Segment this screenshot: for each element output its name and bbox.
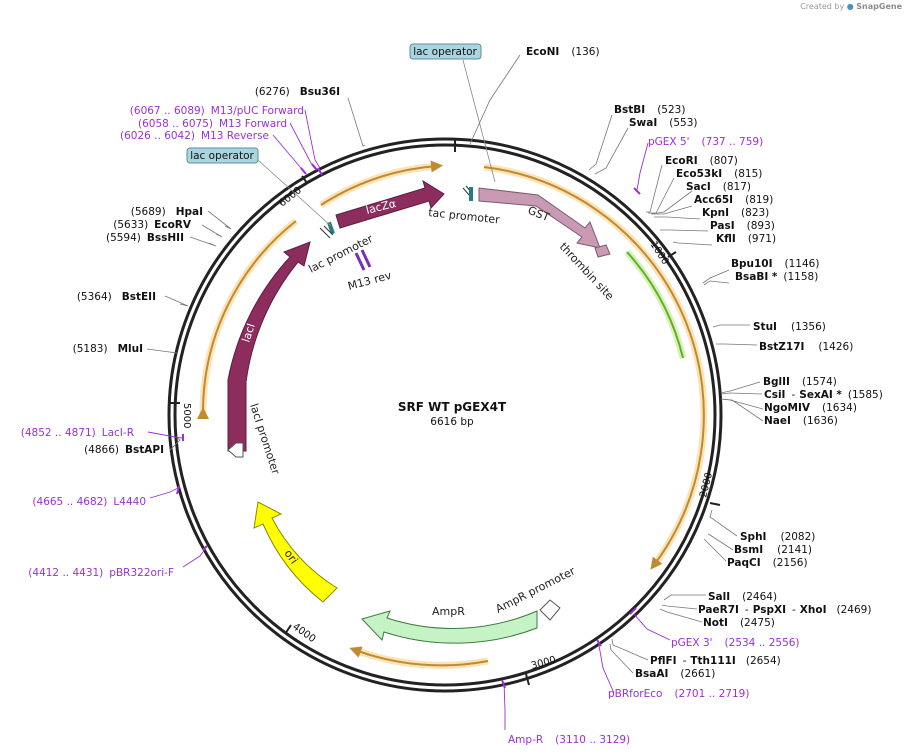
primer-amp-r[interactable]: Amp-R(3110 .. 3129) — [508, 734, 630, 746]
primer-pbr322ori-f[interactable]: (4412 .. 4431)pBR322ori-F — [28, 567, 174, 579]
lac-operator-label-left: lac operator — [190, 150, 254, 162]
ori-arrow — [253, 501, 338, 603]
orf-arc-bottom — [349, 646, 489, 667]
site-mlui[interactable]: (5183)MluI — [73, 343, 143, 355]
site-bsmi[interactable]: BsmI(2141) — [734, 544, 812, 556]
tick-label-4000: 4000 — [290, 621, 317, 645]
lac-operator-label-top: lac operator — [413, 46, 477, 58]
site-bsshii[interactable]: (5594)BssHII — [106, 232, 184, 244]
site-bglii[interactable]: BglII(1574) — [763, 376, 837, 388]
primer-l4440[interactable]: (4665 .. 4682)L4440 — [32, 496, 146, 508]
ampr-label: AmpR — [432, 605, 465, 618]
site-ngomiv[interactable]: NgoMIV(1634) — [764, 402, 857, 414]
site-bsu36i[interactable]: (6276)Bsu36I — [255, 86, 340, 98]
tick-label-5000: 5000 — [181, 403, 192, 428]
laci-promoter-label: lacI promoter — [247, 402, 282, 476]
ampr-promoter-arrow — [539, 599, 561, 621]
tick-label-6000: 6000 — [277, 185, 304, 209]
site-leader-lines — [146, 54, 764, 674]
plasmid-length: 6616 bp — [430, 416, 474, 428]
site-bsabi[interactable]: BsaBI *(1158) — [735, 271, 818, 283]
site-saci[interactable]: SacI(817) — [686, 181, 751, 193]
site-eco53ki[interactable]: Eco53kI(815) — [676, 168, 762, 180]
credit-brand: SnapGene — [856, 2, 902, 11]
site-pflfi[interactable]: PflFI-Tth111I(2654) — [650, 655, 781, 667]
site-bstz17i[interactable]: BstZ17I(1426) — [759, 341, 853, 353]
credit-label: Created by ● SnapGene — [800, 2, 902, 11]
laci-arrow — [227, 241, 311, 452]
site-ecorv[interactable]: (5633)EcoRV — [113, 219, 192, 231]
m13-rev-label: M13 rev — [346, 269, 393, 293]
site-pasi[interactable]: PasI(893) — [710, 220, 775, 232]
tick-mark-4000 — [284, 624, 292, 635]
m13-rev-marker — [354, 249, 372, 271]
lacza-arrow — [335, 179, 445, 229]
site-stui[interactable]: StuI(1356) — [753, 321, 826, 333]
primer-pbrforeco[interactable]: pBRforEco(2701 .. 2719) — [608, 688, 749, 700]
backbone-outer-ring — [167, 137, 723, 693]
laci-promoter-arrow — [227, 442, 244, 458]
orf-arc-gst-halo — [483, 163, 708, 568]
lac-operator-box-top[interactable] — [409, 43, 482, 60]
primer-m13-puc-forward[interactable]: (6067 .. 6089)M13/pUC Forward — [130, 105, 304, 117]
lac-operator-line-left — [257, 159, 332, 227]
site-kfli[interactable]: KflI(971) — [716, 233, 776, 245]
orf-arc-gst — [483, 166, 705, 570]
site-swai[interactable]: SwaI(553) — [629, 117, 698, 129]
lac-operator-line-top — [462, 59, 496, 183]
site-hpai[interactable]: (5689)HpaI — [131, 206, 203, 218]
site-econi[interactable]: EcoNI(136) — [526, 46, 600, 58]
site-paer7i[interactable]: PaeR7I-PspXI-XhoI(2469) — [698, 604, 871, 616]
orf-arc-green — [626, 251, 684, 359]
primer-pgex5[interactable]: pGEX 5'(737 .. 759) — [648, 136, 763, 148]
backbone-inner-ring — [173, 143, 717, 687]
orf-arc-top — [320, 160, 443, 206]
site-naei[interactable]: NaeI(1636) — [764, 415, 838, 427]
site-ecori[interactable]: EcoRI(807) — [665, 155, 738, 167]
primer-laci-r[interactable]: (4852 .. 4871)LacI-R — [21, 427, 134, 439]
thrombin-site-arrow — [594, 244, 611, 258]
site-paqci[interactable]: PaqCI(2156) — [727, 557, 808, 569]
site-bpu10i[interactable]: Bpu10I(1146) — [731, 258, 819, 270]
laci-label: lacI — [239, 322, 257, 344]
tac-promoter-label-top: tac promoter — [428, 206, 501, 226]
site-acc65i[interactable]: Acc65I(819) — [694, 194, 773, 206]
operator-marker-left — [327, 221, 335, 235]
lac-operator-box-left[interactable] — [186, 147, 259, 164]
site-bsaai[interactable]: BsaAI(2661) — [635, 668, 715, 680]
operator-marker-top — [469, 187, 473, 201]
primer-m13-reverse[interactable]: (6026 .. 6042)M13 Reverse — [120, 130, 269, 142]
ampr-arrow — [361, 610, 538, 644]
tick-mark-2000 — [709, 502, 721, 506]
ampr-promoter-label: AmpR promoter — [493, 564, 577, 615]
site-sphi[interactable]: SphI(2082) — [740, 531, 815, 543]
credit-prefix: Created by — [800, 2, 845, 11]
plasmid-name: SRF WT pGEX4T — [398, 400, 507, 414]
site-sali[interactable]: SalI(2464) — [708, 591, 777, 603]
site-kpni[interactable]: KpnI(823) — [702, 207, 769, 219]
lac-promoter-marker — [319, 225, 334, 239]
tick-mark-6000 — [301, 175, 308, 184]
site-bstbi[interactable]: BstBI(523) — [614, 104, 685, 116]
gst-arrow — [478, 187, 601, 249]
tick-mark-1000 — [667, 251, 677, 258]
site-bsteii[interactable]: (5364)BstEII — [77, 291, 156, 303]
primer-ticks — [176, 163, 641, 689]
tick-mark-3000 — [525, 673, 530, 686]
site-bstapi[interactable]: (4866)BstAPI — [84, 444, 164, 456]
orf-arc-left — [197, 220, 297, 420]
primer-m13-forward[interactable]: (6058 .. 6075)M13 Forward — [138, 118, 287, 130]
primer-pgex3[interactable]: pGEX 3'(2534 .. 2556) — [671, 637, 800, 649]
site-noti[interactable]: NotI(2475) — [703, 617, 775, 629]
snapgene-logo-icon: ● — [846, 2, 854, 11]
site-csii[interactable]: CsiI-SexAI *(1585) — [764, 389, 883, 401]
